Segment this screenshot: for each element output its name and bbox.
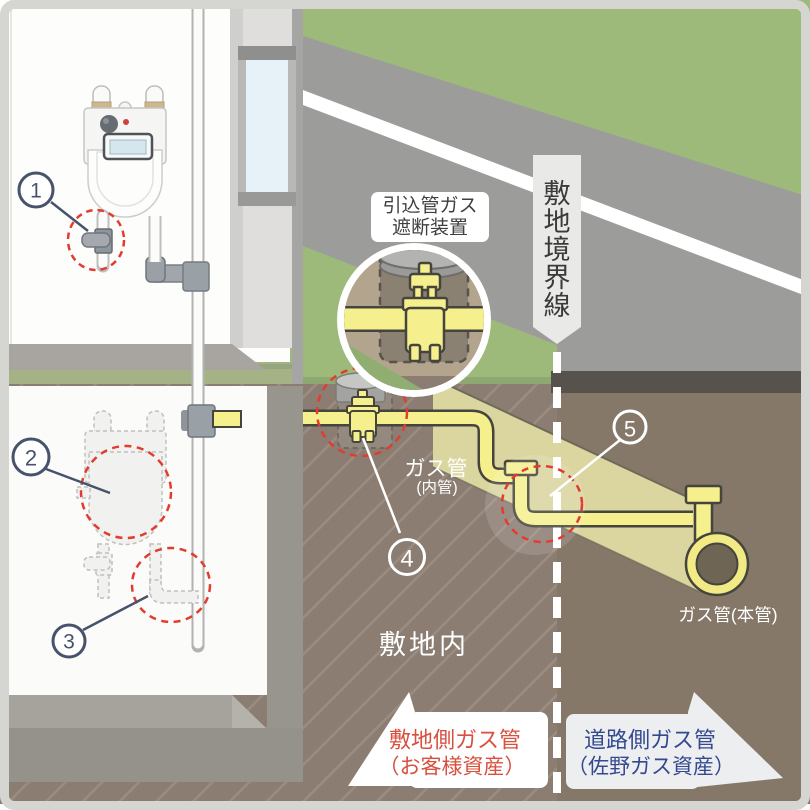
- boundary-char-1: 敷: [544, 179, 571, 209]
- red-circle-3: [130, 546, 212, 624]
- ghost-elbow: [149, 579, 199, 604]
- window-glass: [246, 60, 288, 192]
- callout-1: 1: [17, 171, 89, 232]
- wall-pipe-fitting: [182, 261, 210, 292]
- road-banner-line2: （佐野ガス資産）: [567, 756, 735, 779]
- boundary-char-4: 界: [544, 263, 571, 293]
- window-top-bevel: [238, 46, 296, 60]
- wall-seam: [10, 0, 12, 346]
- site-banner-line1: 敷地側ガス管: [389, 728, 521, 753]
- meter-cock-handle: [81, 232, 111, 248]
- road-banner-line1: 道路側ガス管: [584, 728, 716, 753]
- main-pipe-band: [432, 377, 701, 593]
- site-area-label: 敷地内: [379, 630, 469, 660]
- number-2: 2: [25, 446, 37, 471]
- wall-outer-edge: [292, 0, 303, 384]
- main-pipe-label: ガス管(本管): [678, 605, 777, 625]
- foundation-band-lower: [0, 728, 303, 782]
- number-1: 1: [30, 180, 42, 203]
- main-pipe-section-bore: [695, 542, 739, 586]
- magnifier-content: [344, 250, 484, 390]
- road-cut-band: [551, 371, 810, 393]
- meter-knob-highlight: [103, 118, 109, 124]
- magnifier-label-box: [371, 192, 489, 242]
- meter-pouch-inner: [96, 151, 154, 207]
- red-circle-2: [79, 444, 173, 540]
- callout-2: 2: [11, 437, 111, 495]
- road-side-banner: 道路側ガス管 （佐野ガス資産）: [566, 692, 783, 789]
- shutoff-valve: [346, 389, 380, 443]
- magnifier-label-line1: 引込管ガス: [382, 195, 477, 217]
- meter-red-dot: [123, 119, 129, 125]
- meter-knob: [100, 115, 118, 133]
- boundary-banner: 敷 地 境 界 線: [533, 155, 581, 344]
- number-4: 4: [400, 546, 413, 573]
- ghost-side-stub: [76, 486, 91, 499]
- number-5: 5: [624, 417, 636, 442]
- service-pipe: [303, 372, 750, 597]
- callout-3: 3: [51, 594, 149, 659]
- foundation-bevel: [232, 695, 266, 728]
- ghost-cock-handle: [83, 556, 111, 571]
- main-tap-flange: [684, 484, 723, 505]
- window-bottom-bevel: [238, 192, 296, 206]
- meter-screen: [109, 139, 147, 155]
- callout-4: 4: [361, 437, 426, 576]
- floor-slab: [0, 344, 266, 370]
- red-circle-4: [315, 366, 409, 458]
- wall-tee-fitting: [187, 404, 216, 438]
- inner-pipe-label: ガス管: [405, 458, 468, 481]
- red-circle-1: [66, 208, 126, 272]
- number-3: 3: [63, 631, 75, 654]
- magnified-valve: [401, 261, 449, 363]
- yellow-stub-pipe: [212, 410, 242, 428]
- tee-flange: [503, 459, 539, 477]
- foundation-band-upper: [0, 695, 266, 728]
- site-banner-line2: （お客様資産）: [379, 756, 526, 779]
- red-circle-5: [500, 464, 584, 544]
- magnifier-label-line2: 遮断装置: [392, 217, 468, 239]
- foundation-wall-strip: [267, 386, 303, 782]
- wall-riser-pipe: [145, 0, 242, 653]
- boundary-char-2: 地: [544, 207, 571, 237]
- inner-pipe-sublabel: (内管): [416, 479, 457, 497]
- connection-highlight: [485, 455, 585, 555]
- meter-pouch: [87, 149, 163, 218]
- shutoff-magnifier: 引込管ガス 遮断装置: [337, 192, 491, 397]
- boundary-char-3: 境: [544, 235, 571, 265]
- ghost-pouch: [88, 451, 163, 546]
- ghost-meter: [76, 410, 199, 604]
- callout-5: 5: [549, 409, 648, 497]
- boundary-char-5: 線: [544, 291, 571, 321]
- gas-meter: [81, 85, 167, 273]
- site-side-banner: 敷地側ガス管 （お客様資産）: [348, 692, 548, 788]
- window: [238, 46, 296, 206]
